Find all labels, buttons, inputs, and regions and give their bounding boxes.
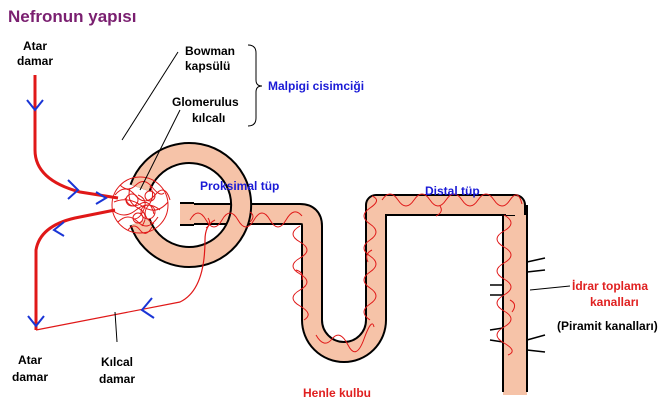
label-atar-bottom-1: Atar <box>18 353 42 367</box>
label-kilcal-2: damar <box>99 372 135 386</box>
label-bowman-1: Bowman <box>185 44 235 58</box>
label-henle: Henle kulbu <box>303 386 371 400</box>
label-kilcal-1: Kılcal <box>101 355 133 369</box>
page-title: Nefronun yapısı <box>8 7 136 26</box>
arrow-left-icon <box>140 297 155 319</box>
arrow-left-icon <box>52 221 65 237</box>
label-atar-top-2: damar <box>17 54 53 68</box>
label-malpigi: Malpigi cisimciği <box>268 79 364 93</box>
label-distal: Distal tüp <box>425 184 480 198</box>
black-labels: Atar damar Atar damar Kılcal damar Bowma… <box>12 39 658 386</box>
arrow-down-icon <box>26 99 44 112</box>
bowman-capsule <box>129 142 253 268</box>
label-idrar-1: İdrar toplama <box>572 278 648 293</box>
arrow-down-icon <box>27 315 45 328</box>
red-labels: Henle kulbu İdrar toplama kanalları <box>303 278 648 400</box>
flow-arrows <box>26 99 155 328</box>
label-proksimal: Proksimal tüp <box>200 179 279 193</box>
pointer-lines <box>114 44 571 343</box>
label-glomerulus-1: Glomerulus <box>172 95 239 109</box>
blood-vessels <box>33 75 216 331</box>
label-bowman-2: kapsülü <box>185 59 230 73</box>
renal-tubule <box>186 194 526 363</box>
blue-labels: Malpigi cisimciği Proksimal tüp Distal t… <box>200 79 480 198</box>
collecting-duct <box>489 205 546 395</box>
arrow-right-icon <box>67 179 80 200</box>
label-idrar-2: kanalları <box>590 295 639 309</box>
arrow-right-icon <box>95 191 108 205</box>
label-atar-top-1: Atar <box>23 39 47 53</box>
label-atar-bottom-2: damar <box>12 370 48 384</box>
label-piramit: (Piramit kanalları) <box>557 319 658 333</box>
label-glomerulus-2: kılcalı <box>192 111 225 125</box>
